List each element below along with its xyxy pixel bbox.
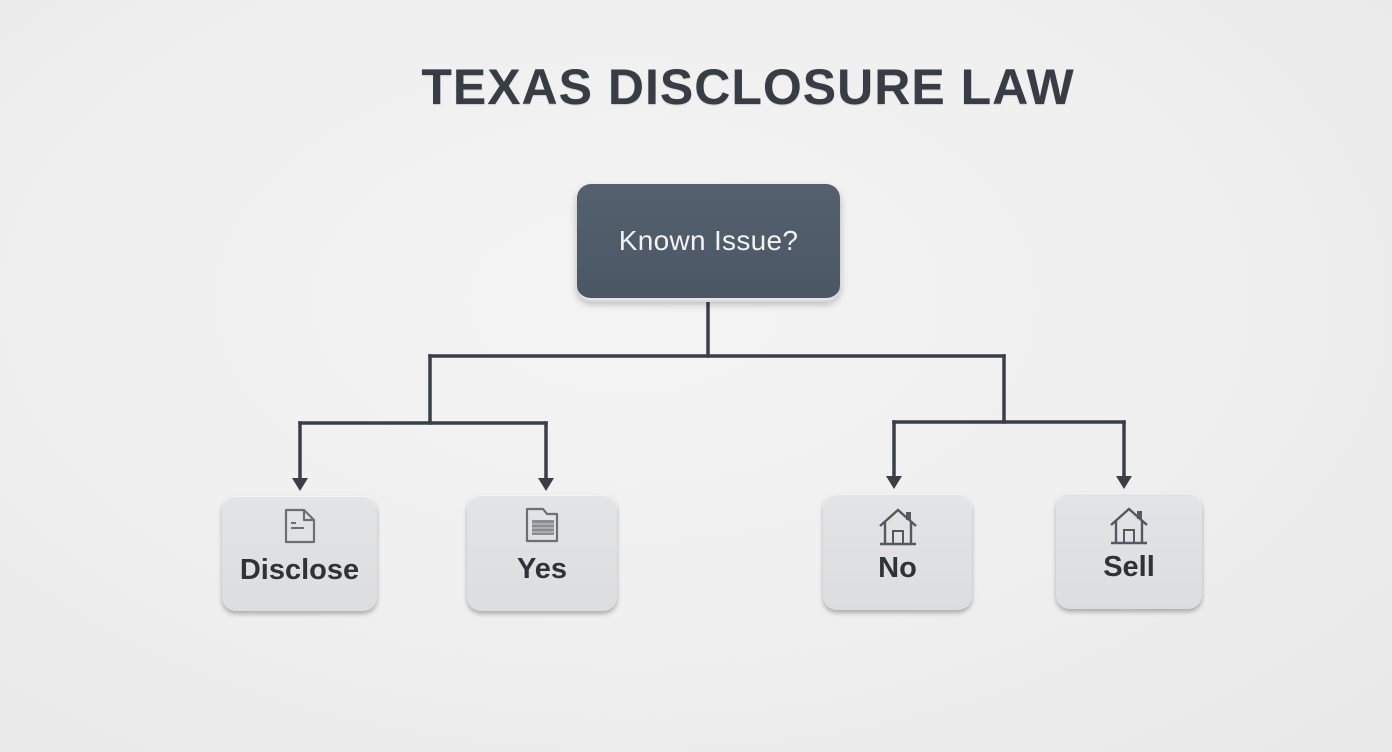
leaf-node-disclose[interactable]: Disclose (222, 496, 377, 611)
leaf-node-yes[interactable]: Yes (467, 495, 617, 611)
house-icon (878, 508, 917, 546)
root-node-known-issue[interactable]: Known Issue? (577, 184, 840, 300)
leaf-node-sell[interactable]: Sell (1056, 493, 1202, 609)
folder-document-icon (525, 507, 559, 543)
leaf-node-no[interactable]: No (823, 494, 972, 610)
document-icon (284, 508, 315, 544)
arrowhead-sell (1116, 476, 1132, 489)
leaf-label-no: No (878, 552, 917, 584)
diagram-title: TEXAS DISCLOSURE LAW (421, 59, 1075, 115)
arrowhead-disclose (292, 478, 308, 491)
arrowhead-yes (538, 478, 554, 491)
leaf-label-sell: Sell (1103, 551, 1155, 583)
arrowhead-no (886, 476, 902, 489)
house-icon (1110, 507, 1148, 545)
root-node-label: Known Issue? (618, 225, 799, 256)
leaf-label-disclose: Disclose (239, 554, 360, 586)
leaf-label-yes: Yes (517, 553, 567, 585)
